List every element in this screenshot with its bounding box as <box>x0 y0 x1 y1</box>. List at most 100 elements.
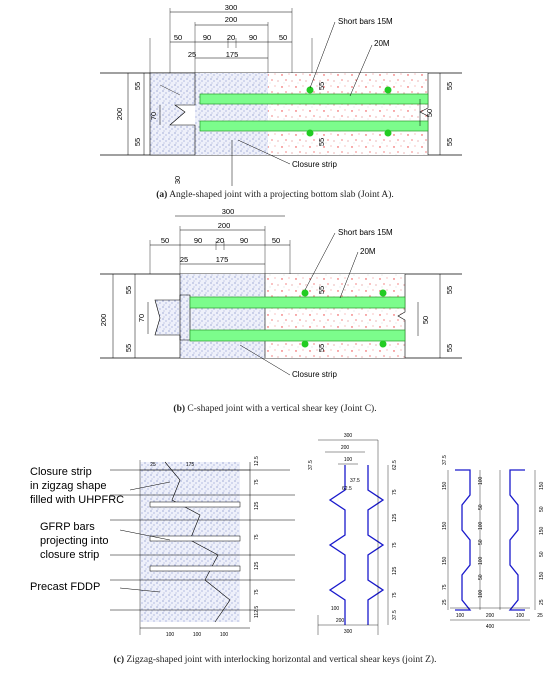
dim-a-200v: 200 <box>115 108 124 121</box>
dim-zr-i0: 100 <box>478 476 484 485</box>
dim-c-70: 70 <box>137 314 146 322</box>
dim-zr-l1: 150 <box>442 521 448 530</box>
dim-z-b0: 100 <box>166 632 175 638</box>
dim-z-25: 25 <box>150 462 156 468</box>
dim-zm-300: 300 <box>344 433 353 439</box>
label-a-closure: Closure strip <box>292 160 337 169</box>
dim-a-200: 200 <box>225 15 238 24</box>
dim-zr-r5: 25 <box>539 599 545 605</box>
dim-zr-b4: 400 <box>486 624 495 630</box>
dim-a-55b: 55 <box>133 138 142 146</box>
dim-c-175: 175 <box>216 255 229 264</box>
dim-z-r2: 125 <box>254 501 260 510</box>
dim-zm-b0: 100 <box>331 606 340 612</box>
dim-zr-i4: 100 <box>478 556 484 565</box>
dim-a-30: 30 <box>173 176 182 184</box>
dim-zm-r0: 62.5 <box>392 460 398 470</box>
dim-zm-r6: 37.5 <box>392 610 398 620</box>
label-c-20m: 20M <box>360 247 376 256</box>
dim-zr-r3: 50 <box>539 551 545 557</box>
dim-zr-i2: 100 <box>478 521 484 530</box>
caption-b-text: C-shaped joint with a vertical shear key… <box>185 404 377 414</box>
caption-a: (a) Angle-shaped joint with a projecting… <box>0 190 550 200</box>
dim-c-50l: 50 <box>161 236 169 245</box>
dim-zr-b2: 100 <box>516 613 525 619</box>
dim-a-70: 70 <box>149 112 158 120</box>
caption-a-text: Angle-shaped joint with a projecting bot… <box>167 190 394 200</box>
dim-a-300: 300 <box>225 3 238 12</box>
dim-z-b2: 100 <box>220 632 229 638</box>
dim-c-20: 20 <box>216 236 224 245</box>
dim-zm-r2: 125 <box>392 513 398 522</box>
dim-zm-r5: 75 <box>392 592 398 598</box>
closure-strip-fill-c <box>180 274 265 358</box>
dim-zm-b1: 200 <box>336 618 345 624</box>
dim-zr-r4: 150 <box>539 571 545 580</box>
dim-z-r0: 12.5 <box>254 456 260 466</box>
label-a-20m: 20M <box>374 39 390 48</box>
dim-z-r6: 112.5 <box>254 606 260 618</box>
caption-c-tag: (c) <box>113 655 125 665</box>
dim-c-50r: 50 <box>272 236 280 245</box>
dim-zr-i6: 100 <box>478 589 484 598</box>
dim-zr-b0: 100 <box>456 613 465 619</box>
dim-a-20: 20 <box>227 33 235 42</box>
dim-zm-625: 62.5 <box>342 486 352 492</box>
dim-c-right-55b: 55 <box>445 344 454 352</box>
dim-a-50l: 50 <box>174 33 182 42</box>
dim-zr-r0: 150 <box>539 481 545 490</box>
dim-c-90l: 90 <box>194 236 202 245</box>
dim-zr-b3: 25 <box>537 613 543 619</box>
joint-a-diagram <box>100 8 462 186</box>
rebar-bottom <box>199 120 429 132</box>
dim-zm-r3: 75 <box>392 542 398 548</box>
dim-c-200: 200 <box>218 221 231 230</box>
dim-zr-top: 37.5 <box>442 455 448 465</box>
dim-c-right-55t: 55 <box>445 286 454 294</box>
dim-a-90r: 90 <box>249 33 257 42</box>
rebar-top <box>199 93 429 105</box>
dim-a-mid-55b: 55 <box>317 138 326 146</box>
dim-a-mid-55t: 55 <box>317 82 326 90</box>
dim-zr-l4: 25 <box>442 599 448 605</box>
label-z-gfrp-1: GFRP bars <box>40 521 95 533</box>
label-c-short-bars: Short bars 15M <box>338 228 393 237</box>
label-z-closure-3: filled with UHPFRC <box>30 494 124 506</box>
joint-z-middle <box>317 439 389 635</box>
precast-slab-right <box>268 73 428 155</box>
dim-zm-375b: 37.5 <box>350 478 360 484</box>
rebar-c-bottom <box>189 329 406 342</box>
dim-zr-i5: 50 <box>478 574 484 580</box>
dim-zm-200: 200 <box>341 445 350 451</box>
caption-c: (c) Zigzag-shaped joint with interlockin… <box>0 655 550 665</box>
dim-z-b1: 100 <box>193 632 202 638</box>
dim-a-50r: 50 <box>279 33 287 42</box>
dim-a-175: 175 <box>226 50 239 59</box>
dim-c-55b: 55 <box>124 344 133 352</box>
dim-c-200v: 200 <box>99 314 108 327</box>
dim-zr-r1: 50 <box>539 506 545 512</box>
dim-a-right-55t: 55 <box>445 82 454 90</box>
caption-b: (b) C-shaped joint with a vertical shear… <box>0 404 550 414</box>
dim-c-90r: 90 <box>240 236 248 245</box>
dim-zr-i3: 50 <box>478 539 484 545</box>
dim-z-r4: 125 <box>254 561 260 570</box>
dim-zr-l0: 150 <box>442 481 448 490</box>
label-z-precast: Precast FDDP <box>30 581 100 593</box>
dim-zr-i1: 50 <box>478 504 484 510</box>
dim-a-right-50: 50 <box>425 109 434 117</box>
dim-c-55t: 55 <box>124 286 133 294</box>
dim-zr-l2: 150 <box>442 556 448 565</box>
caption-b-tag: (b) <box>173 404 186 414</box>
label-c-closure: Closure strip <box>292 370 337 379</box>
dim-c-25: 25 <box>180 255 188 264</box>
dim-zr-l3: 75 <box>442 584 448 590</box>
label-z-closure-2: in zigzag shape <box>30 480 106 492</box>
dim-c-right-50: 50 <box>421 316 430 324</box>
dim-zr-r2: 150 <box>539 526 545 535</box>
dim-z-r3: 75 <box>254 534 260 540</box>
dim-a-25: 25 <box>188 50 196 59</box>
dim-c-300: 300 <box>222 207 235 216</box>
joint-c-diagram <box>100 215 462 376</box>
